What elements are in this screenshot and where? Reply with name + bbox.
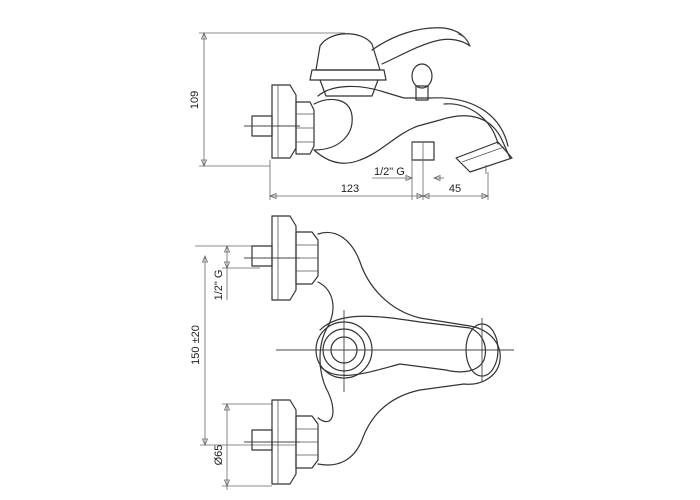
- length-spout-label: 45: [449, 183, 461, 195]
- side-view: [199, 27, 513, 200]
- cartridge-cap: [315, 33, 381, 71]
- arrow-down: [200, 159, 208, 168]
- spout-nozzle: [455, 141, 513, 173]
- spout-thread-label: 1/2" G: [374, 166, 405, 178]
- diverter-stem: [415, 85, 429, 101]
- cartridge-ring: [309, 69, 387, 81]
- lower-inlet-stub: [251, 429, 273, 451]
- inlet-spacing-label: 150 ±20: [190, 325, 202, 365]
- diverter-knob: [411, 63, 433, 89]
- spout-inner-line: [443, 103, 499, 145]
- length-body-label: 123: [341, 183, 359, 195]
- upper-wall-flange: [271, 215, 297, 301]
- lever-handle-front: [319, 315, 487, 376]
- spout-upper-contour: [317, 85, 509, 147]
- hex-nut-side: [295, 101, 315, 155]
- upper-inlet-stub: [251, 245, 273, 267]
- spout-lower-contour: [313, 115, 511, 164]
- mixer-body-inner-contour: [317, 281, 334, 423]
- lower-hex-nut: [295, 415, 319, 469]
- lower-wall-flange: [271, 399, 297, 485]
- inlet-thread-label: 1/2" G: [213, 270, 225, 301]
- arrow-up: [200, 31, 208, 40]
- mixer-body-front: [317, 231, 501, 466]
- lever-handle-side: [371, 27, 471, 65]
- wall-flange-side: [271, 84, 297, 159]
- flange-diameter-label: Ø65: [213, 445, 225, 466]
- cartridge-base: [319, 79, 379, 97]
- s-union-side: [313, 98, 353, 151]
- front-view: [195, 215, 514, 490]
- upper-hex-nut: [295, 231, 319, 285]
- height-label: 109: [189, 91, 201, 109]
